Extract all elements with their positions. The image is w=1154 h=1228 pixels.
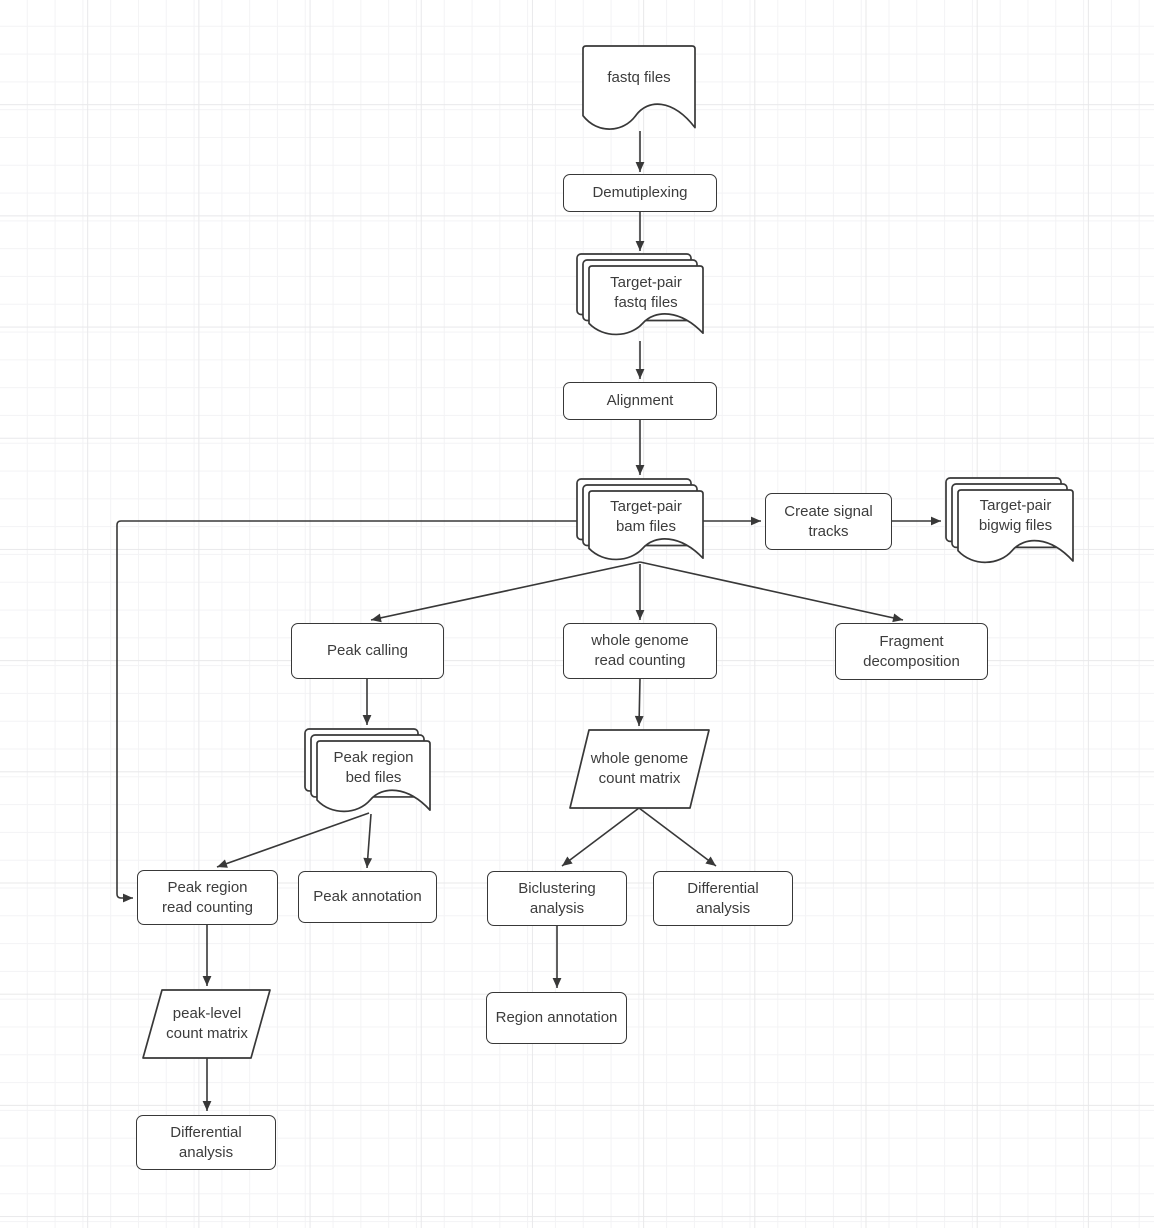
edge-genome-matrix-to-differential[interactable] <box>638 807 717 867</box>
node-biclustering-analysis[interactable]: Biclustering analysis <box>487 871 627 926</box>
edges-group <box>116 131 941 1111</box>
edge-bed-files-to-peak-region-counting[interactable] <box>216 812 370 868</box>
node-whole-genome-read-counting[interactable]: whole genome read counting <box>563 623 717 679</box>
peak-level-count-matrix-shape[interactable] <box>142 989 271 1059</box>
node-differential-analysis-genome[interactable]: Differential analysis <box>653 871 793 926</box>
whole-genome-count-matrix-shape[interactable] <box>569 729 710 809</box>
target-pair-bigwig-files-shape[interactable] <box>957 489 1074 564</box>
peak-region-bed-files-shape[interactable] <box>316 740 431 813</box>
node-demultiplexing[interactable]: Demutiplexing <box>563 174 717 212</box>
node-region-annotation[interactable]: Region annotation <box>486 992 627 1044</box>
target-pair-fastq-files-shape[interactable] <box>588 265 704 336</box>
edge-read-counting-to-genome-matrix[interactable] <box>634 678 644 727</box>
fastq-files-shape[interactable] <box>582 45 696 130</box>
node-peak-annotation[interactable]: Peak annotation <box>298 871 437 923</box>
edge-bed-files-to-peak-annotation[interactable] <box>363 813 373 869</box>
edge-bam-to-peak-calling[interactable] <box>370 561 641 623</box>
node-alignment[interactable]: Alignment <box>563 382 717 420</box>
edge-bam-to-fragment-decomposition[interactable] <box>639 561 904 623</box>
target-pair-bam-files-shape[interactable] <box>588 490 704 561</box>
node-peak-region-read-counting[interactable]: Peak region read counting <box>137 870 278 925</box>
edge-bam-to-peak-region-counting[interactable] <box>116 520 580 903</box>
node-differential-analysis-peak[interactable]: Differential analysis <box>136 1115 276 1170</box>
node-peak-calling[interactable]: Peak calling <box>291 623 444 679</box>
node-fragment-decomposition[interactable]: Fragment decomposition <box>835 623 988 680</box>
edge-genome-matrix-to-biclustering[interactable] <box>561 807 640 867</box>
shapes-group <box>142 45 1074 1059</box>
node-create-signal-tracks[interactable]: Create signal tracks <box>765 493 892 550</box>
